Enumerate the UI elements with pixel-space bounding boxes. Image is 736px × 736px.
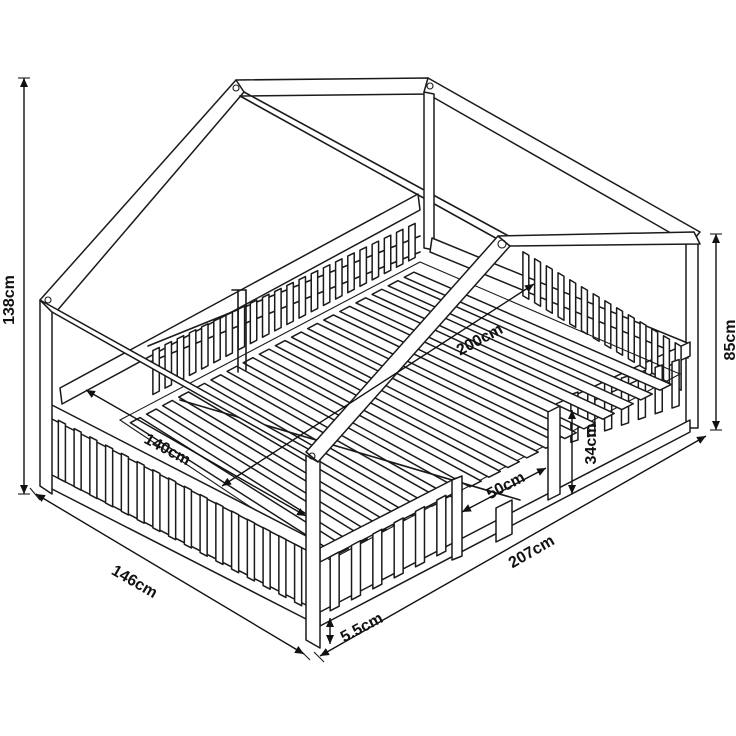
front-rail-slat [89,436,98,500]
label-floor-clearance: 5.5cm [338,610,386,646]
end-rail-slat [662,334,671,385]
back-rail-slat [176,334,185,383]
front-rail-slat [199,493,208,557]
back-rail-slat [188,329,197,377]
label-height-side: 85cm [722,320,736,361]
end-rail-slat [604,299,612,350]
end-rail-slat [580,285,589,336]
label-outer-width: 146cm [108,562,160,602]
end-rail-slat [592,292,600,343]
back-rail-slat [273,287,282,332]
front-rail-slat [104,444,114,508]
end-rail-slat [615,306,624,357]
front-rail-slat [414,505,426,568]
front-rail-slat [329,551,340,612]
front-rail-slat [73,427,82,491]
front-rail-slat [152,469,161,533]
front-rail-slat [167,477,177,541]
end-rail-slat [569,278,577,329]
front-rail-slat [293,543,303,607]
end-rail-slat [671,358,680,409]
end-rail-slat [522,250,530,301]
back-rail-slat [310,269,319,313]
back-rail-slat [213,317,221,364]
front-rail-slat [230,510,240,574]
end-rail-slat [533,257,542,308]
back-rail-slat [286,281,295,326]
front-rail-slat [183,485,193,549]
front-rail-slat [436,494,447,557]
roof-frame [39,77,701,429]
front-rail-slat [372,528,383,590]
back-rail-slat [383,234,392,275]
label-outer-length: 207cm [506,532,558,572]
back-rail-slat [359,246,368,288]
back-rail-slat [334,258,343,300]
front-rail-slat [393,517,404,579]
back-rail-slat [261,293,270,338]
end-rail-slat [627,313,635,364]
front-rail-slat [57,419,67,483]
end-rail-slat [545,264,553,315]
back-rail-slat [322,264,331,307]
back-rail-slat [395,228,404,268]
end-rail-slat [603,380,613,432]
end-rail-slat [557,271,565,322]
back-rail-slat [200,323,209,370]
back-rail-slat [298,275,307,319]
front-rail-slat [262,526,271,590]
front-rail-slat [350,539,362,601]
back-rail-slat [164,340,173,389]
label-rail-height: 34cm [583,424,600,465]
back-rail-slat [225,311,234,358]
back-rail-slat [237,305,246,351]
front-rail-slat [136,460,145,524]
front-rail-slat [278,535,287,599]
back-rail-slat [407,222,416,262]
back-rail-slat [371,240,380,281]
dimension-lines [18,77,722,663]
end-rail-slat [639,320,647,371]
back-rail-slat [347,252,355,294]
front-rail-slat [246,518,256,582]
label-height-total: 138cm [1,275,18,325]
front-rail-slat [120,452,130,516]
back-rail-slat [249,299,258,345]
front-rail-slat [215,502,224,566]
